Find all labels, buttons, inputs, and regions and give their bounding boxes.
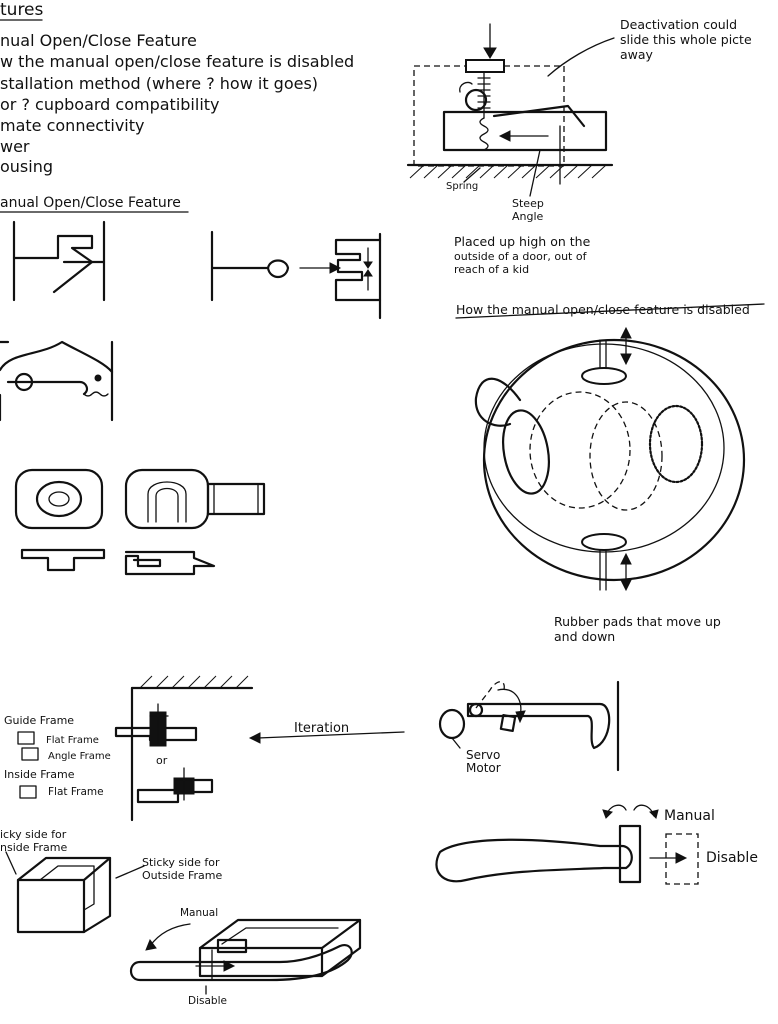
handle-sketch: Manual Disable (435, 804, 758, 885)
deactivation-note-line: slide this whole picte (620, 32, 752, 47)
frame-sketch: or Guide Frame Flat Frame Angle Frame In… (0, 675, 254, 934)
button-belt-sketch (14, 468, 266, 576)
iteration-arrow: Iteration (248, 721, 405, 744)
sticky-outside-label: Sticky side for (142, 856, 220, 869)
steep-angle-label: Angle (512, 210, 544, 223)
servo-sketch: Servo Motor (438, 680, 620, 775)
handle-disable-label: Disable (706, 850, 758, 866)
feature-item: w the manual open/close feature is disab… (0, 52, 354, 71)
handle-manual-label: Manual (664, 808, 715, 824)
iteration-label: Iteration (294, 721, 349, 736)
inside-flat-frame-label: Flat Frame (48, 786, 104, 798)
feature-item: wer (0, 137, 30, 156)
inside-frame-label: Inside Frame (4, 768, 75, 781)
disabled-section-underline (455, 303, 765, 319)
box-manual-label: Manual (180, 907, 218, 919)
rubber-pads-label: and down (554, 629, 615, 644)
rubber-pads-label: Rubber pads that move up (554, 614, 721, 629)
box-disable-label: Disable (188, 995, 227, 1007)
box-handle-sketch: Manual Disable (129, 907, 362, 1007)
spring-label: Spring (446, 181, 478, 192)
feature-list: tures nual Open/Close Feature w the manu… (0, 0, 354, 176)
feature-item: or ? cupboard compatibility (0, 95, 220, 114)
deactivation-note-line: Deactivation could (620, 17, 737, 32)
sticky-inside-label: nside Frame (0, 841, 68, 854)
guide-frame-label: Guide Frame (4, 714, 74, 727)
servo-label: Motor (466, 761, 501, 775)
angle-frame-label: Angle Frame (48, 751, 111, 762)
hook-sketch-b (210, 230, 382, 320)
feature-item: nual Open/Close Feature (0, 31, 197, 50)
steep-angle-label: Steep (512, 197, 544, 210)
knob-sketch: Rubber pads that move up and down (474, 326, 746, 644)
placement-note-line: outside of a door, out of (454, 250, 588, 263)
manual-section-title: anual Open/Close Feature (0, 195, 181, 211)
feature-item: mate connectivity (0, 116, 144, 135)
sticky-inside-label: icky side for (0, 828, 67, 841)
or-label: or (156, 754, 168, 767)
latch-mechanism-sketch: Deactivation could slide this whole pict… (406, 17, 752, 223)
feature-list-heading: tures (0, 0, 44, 20)
placement-note-line: Placed up high on the (454, 234, 591, 249)
feature-item: stallation method (where ? how it goes) (0, 74, 318, 93)
servo-label: Servo (466, 748, 500, 762)
sticky-outside-label: Outside Frame (142, 869, 222, 882)
hook-sketch-a (12, 220, 106, 302)
deactivation-note-line: away (620, 47, 654, 62)
placement-note-line: reach of a kid (454, 263, 529, 276)
feature-item: ousing (0, 157, 53, 176)
flat-frame-label: Flat Frame (46, 735, 99, 746)
disabled-section-title: How the manual open/close feature is dis… (456, 302, 750, 317)
latch-spring-sketch (0, 340, 114, 422)
